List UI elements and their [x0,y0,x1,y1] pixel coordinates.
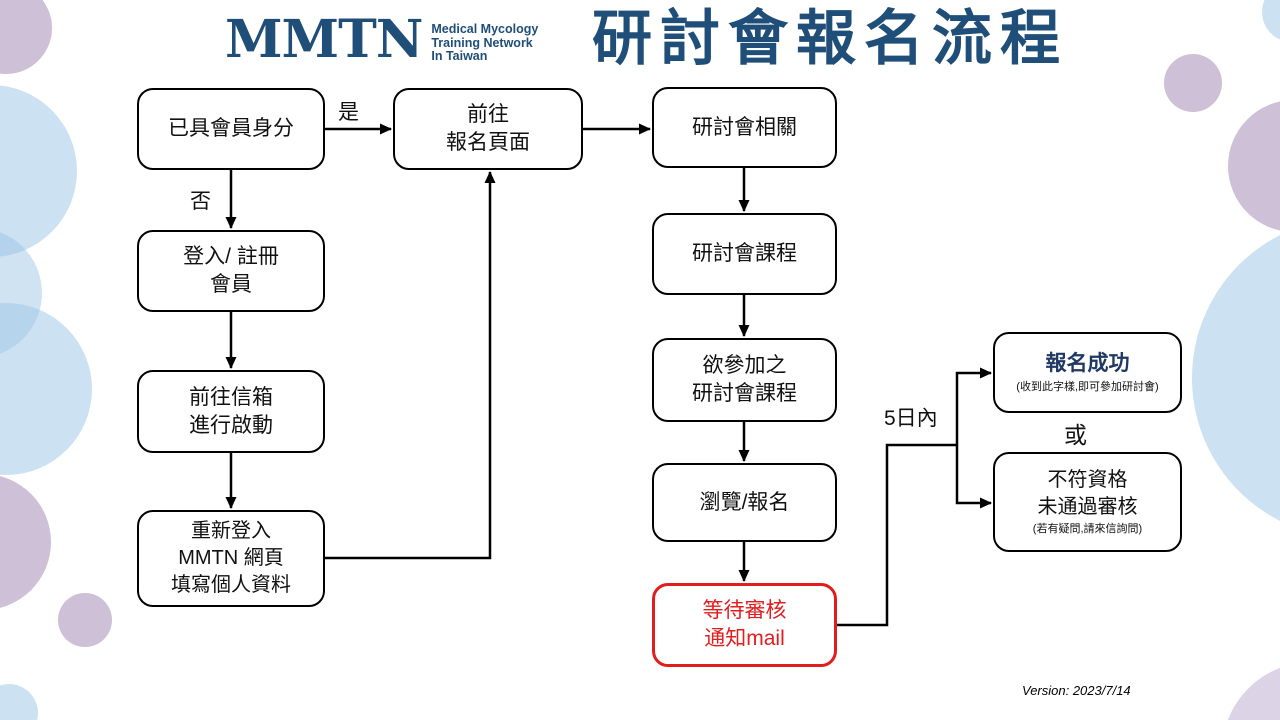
box-line: 瀏覽/報名 [699,490,790,514]
logo-tagline-line: Medical Mycology [431,22,539,36]
logo-tagline-line: In Taiwan [431,49,488,63]
edge-label-or: 或 [1064,422,1087,448]
box-line: MMTN 網頁 [178,547,284,570]
box-line: 欲參加之 [702,354,787,378]
connector-junction-to-success [955,367,992,445]
flow-box-wait-review: 等待審核 通知mail [652,583,837,667]
box-note: (若有疑問,請來信詢問) [1032,523,1143,536]
decorative-circle [1164,54,1222,112]
flow-box-member-status: 已具會員身分 [137,88,325,170]
connector-wait-to-junction [837,443,957,627]
box-title: 報名成功 [1045,352,1130,376]
edge-label-yes: 是 [338,101,359,124]
flow-box-relogin-fill: 重新登入 MMTN 網頁 填寫個人資料 [137,510,325,607]
box-line: 研討會課程 [692,382,797,405]
page-title: 研討會報名流程 [592,5,1068,72]
box-line: 等待審核 [702,599,787,623]
box-line: 不符資格 [1047,468,1128,491]
flow-box-goto-registration: 前往 報名頁面 [393,88,583,170]
flow-box-register-success: 報名成功 (收到此字樣,即可參加研討會) [993,332,1182,413]
box-line: 研討會課程 [692,242,797,266]
box-line: 已具會員身分 [168,117,294,141]
version-text: Version: 2023/7/14 [1022,683,1131,698]
edge-label-within-5-days: 5日內 [884,407,938,430]
edge-label-no: 否 [190,190,211,213]
decorative-circle [58,593,112,647]
flow-box-goto-mailbox: 前往信箱 進行啟動 [137,370,325,453]
box-line: 未通過審核 [1037,495,1138,518]
flow-box-seminar-courses: 研討會課程 [652,213,837,295]
connector-junction-to-fail [955,445,992,509]
logo-tagline: Medical Mycology Training Network In Tai… [431,22,539,68]
logo-wordmark: MMTN [225,9,423,70]
box-line: 重新登入 [191,520,271,543]
box-line: 會員 [210,273,252,296]
box-line: 登入/ 註冊 [183,245,279,269]
box-line: 研討會相關 [692,115,797,139]
flow-box-seminar-related: 研討會相關 [652,87,837,168]
box-line: 進行啟動 [189,413,273,437]
box-line: 報名頁面 [446,131,530,154]
box-line: 前往 [467,103,509,127]
mmtn-logo: MMTN Medical Mycology Training Network I… [225,12,538,68]
flow-box-login-register: 登入/ 註冊 會員 [137,230,325,312]
box-note: (收到此字樣,即可參加研討會) [1016,380,1159,393]
logo-tagline-line: Training Network [431,35,533,50]
flow-box-not-qualified: 不符資格 未通過審核 (若有疑問,請來信詢問) [993,452,1182,552]
flow-box-desired-course: 欲參加之 研討會課程 [652,338,837,422]
box-line: 填寫個人資料 [171,573,291,596]
box-line: 通知mail [704,627,785,650]
connector-relogin-to-registration [325,171,496,560]
box-line: 前往信箱 [189,385,273,409]
flow-box-browse-register: 瀏覽/報名 [652,463,837,542]
